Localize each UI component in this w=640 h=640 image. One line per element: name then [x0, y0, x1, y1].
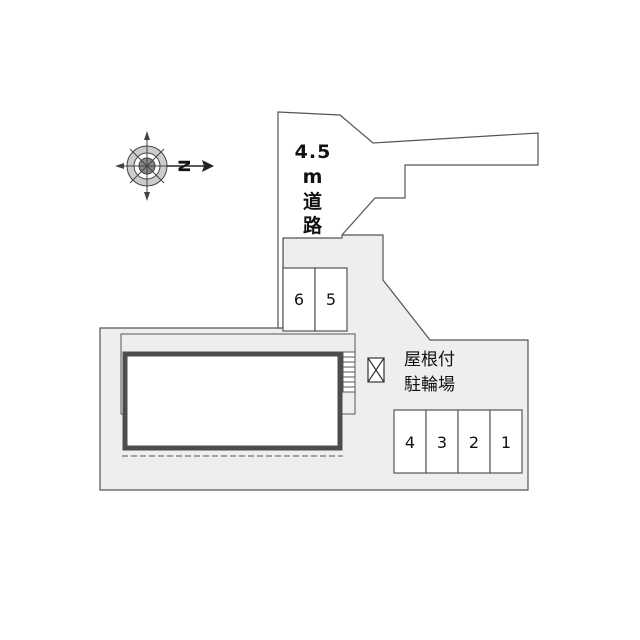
- road-width-value: 4.5: [295, 141, 332, 163]
- parking-space-2: [457, 409, 491, 474]
- parking-group-east: 4 3 2 1: [393, 409, 523, 474]
- parking-space-4: [393, 409, 427, 474]
- parking-space-6-label: 6: [294, 290, 304, 309]
- parking-space-1-label: 1: [501, 433, 511, 452]
- parking-space-3: [425, 409, 459, 474]
- compass-rose-icon: [115, 131, 214, 201]
- road-name-line1: 道: [303, 190, 323, 213]
- parking-space-5-label: 5: [326, 290, 336, 309]
- bicycle-parking-label-line2: 駐輪場: [404, 375, 455, 395]
- compass-north-label: N: [175, 159, 194, 172]
- road-width-unit: m: [303, 166, 324, 188]
- road-name-line2: 路: [303, 214, 323, 237]
- bicycle-parking-label-line1: 屋根付: [404, 350, 455, 370]
- parking-space-6: [282, 267, 316, 332]
- parking-space-5: [314, 267, 348, 332]
- parking-space-1: [489, 409, 523, 474]
- parking-space-4-label: 4: [405, 433, 415, 452]
- stairs: [342, 351, 356, 393]
- parking-space-3-label: 3: [437, 433, 447, 452]
- parking-space-2-label: 2: [469, 433, 479, 452]
- bicycle-parking-marker-icon: [367, 357, 385, 383]
- building: [122, 351, 343, 451]
- parking-group-north: 6 5: [282, 267, 348, 332]
